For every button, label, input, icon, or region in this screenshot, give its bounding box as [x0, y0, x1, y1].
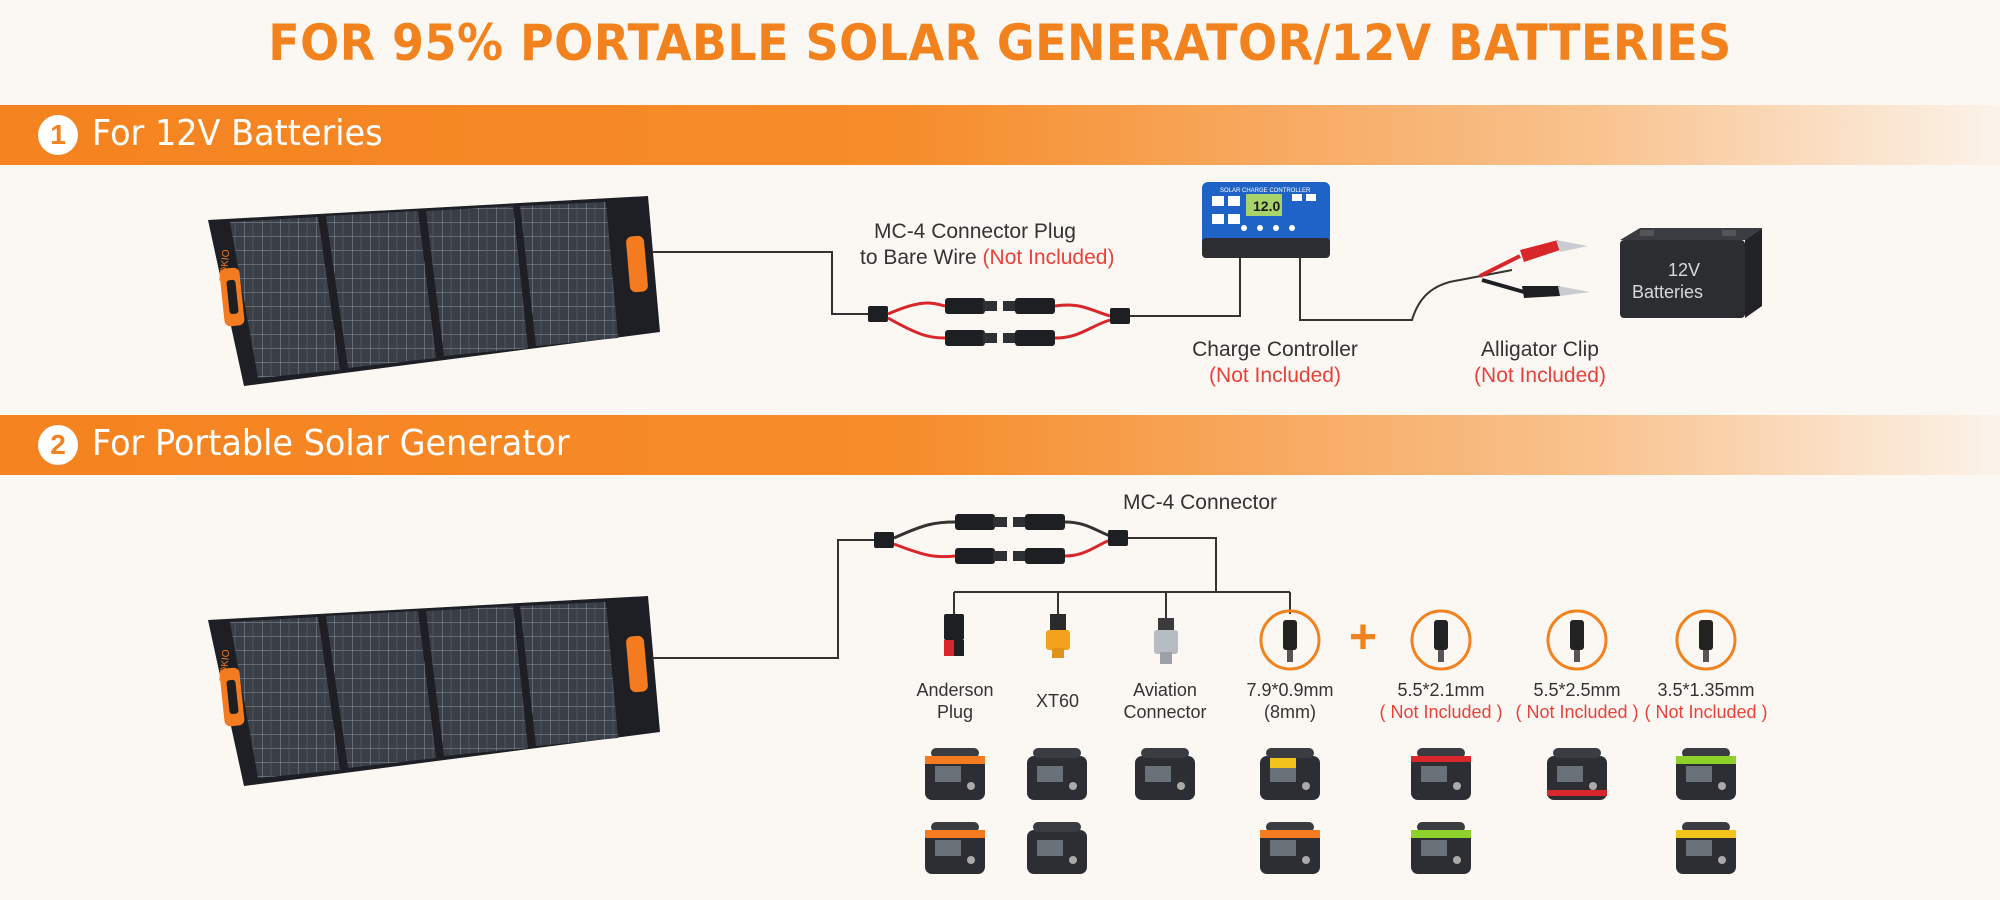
battery-label-1: 12V: [1668, 260, 1700, 280]
battery-label-2: Batteries: [1632, 282, 1703, 302]
section-2-header: 2 For Portable Solar Generator: [0, 415, 2000, 475]
wire-mc4-bus: [1128, 537, 1217, 592]
connector-label-aviation: Aviation Connector: [1105, 679, 1225, 723]
generator-7909-2: [1260, 822, 1320, 874]
charge-controller-text: Charge Controller: [1192, 338, 1358, 361]
anderson-plug-icon: [944, 614, 964, 656]
connector-label-5521: 5.5*2.1mm ( Not Included ): [1371, 679, 1511, 723]
section-1-header: 1 For 12V Batteries: [0, 105, 2000, 165]
connector-xt60-line1: XT60: [1035, 691, 1080, 711]
generator-35135-2: [1676, 822, 1736, 874]
controller-screen: 12.0: [1253, 198, 1280, 214]
section-1-title: For 12V Batteries: [92, 113, 383, 154]
charge-controller: SOLAR CHARGE CONTROLLER 12.0: [1202, 182, 1330, 258]
alligator-clip-label: Alligator Clip (Not Included): [1440, 337, 1640, 389]
mc4-plug-line2: to Bare Wire (Not Included): [860, 245, 1114, 271]
generator-aviation-1: [1135, 748, 1195, 800]
connector-5525-line1: 5.5*2.5mm: [1533, 680, 1621, 700]
mc4-connector-label: MC-4 Connector: [1122, 491, 1278, 514]
wire-mc4-controller: [1130, 258, 1241, 317]
connector-label-7909: 7.9*0.9mm (8mm): [1230, 679, 1350, 723]
12v-battery: 12V Batteries: [1620, 228, 1762, 318]
panel-brand-1: DOKIO: [218, 249, 232, 282]
connector-anderson-line2: Plug: [936, 702, 974, 722]
section-2-title: For Portable Solar Generator: [92, 423, 570, 464]
mc4-plug-note: (Not Included): [982, 246, 1115, 269]
dc-7909-jack-icon: [1259, 609, 1321, 671]
connector-7909-line2: (8mm): [1264, 702, 1316, 722]
alligator-clip: [1479, 240, 1590, 298]
generator-5521-1: [1411, 748, 1471, 800]
controller-title: SOLAR CHARGE CONTROLLER: [1220, 188, 1311, 194]
mc4-plug-line2-text: to Bare Wire: [860, 246, 977, 269]
section-1-number: 1: [38, 115, 78, 155]
charge-controller-note: (Not Included): [1209, 364, 1341, 387]
connector-35135-line1: 3.5*1.35mm: [1657, 680, 1755, 700]
alligator-clip-text: Alligator Clip: [1481, 338, 1599, 361]
connector-anderson-line1: Anderson: [916, 680, 994, 700]
generator-xt60-1: [1027, 748, 1087, 800]
generator-7909-1: [1260, 748, 1320, 800]
wire-controller-clip: [1299, 258, 1513, 321]
connector-5521-note: ( Not Included ): [1379, 702, 1503, 722]
connector-aviation-line1: Aviation: [1133, 680, 1197, 700]
section-2-number: 2: [38, 425, 78, 465]
solar-panel-1: DOKIO: [208, 196, 660, 386]
connector-label-5525: 5.5*2.5mm ( Not Included ): [1507, 679, 1647, 723]
generator-anderson-2: [925, 822, 985, 874]
dc-5525-jack-icon: [1546, 609, 1608, 671]
aviation-connector-icon: [1154, 618, 1178, 664]
dc-35135-jack-icon: [1675, 609, 1737, 671]
plus-sign: +: [1349, 611, 1377, 664]
solar-panel-2: DOKIO: [208, 596, 660, 786]
mc4-connector-2: [874, 514, 1128, 564]
connector-aviation-line2: Connector: [1123, 702, 1207, 722]
alligator-clip-note: (Not Included): [1474, 364, 1606, 387]
generator-35135-1: [1676, 748, 1736, 800]
dc-5521-jack-icon: [1410, 609, 1472, 671]
wire-panel-mc4-1: [652, 251, 875, 315]
mc4-connector-plug-1: [868, 298, 1130, 346]
charge-controller-label: Charge Controller (Not Included): [1170, 337, 1380, 389]
mc4-plug-line1: MC-4 Connector Plug: [874, 220, 1076, 243]
mc4-plug-label: MC-4 Connector Plug to Bare Wire (Not In…: [860, 219, 1114, 271]
generator-5525-1: [1547, 748, 1607, 800]
panel-brand-2: DOKIO: [218, 649, 232, 682]
connector-5521-line1: 5.5*2.1mm: [1397, 680, 1485, 700]
connector-label-xt60: XT60: [1005, 690, 1110, 712]
connector-35135-note: ( Not Included ): [1644, 702, 1768, 722]
generator-anderson-1: [925, 748, 985, 800]
connector-7909-line1: 7.9*0.9mm: [1246, 680, 1334, 700]
generator-xt60-2: [1027, 822, 1087, 874]
generator-5521-2: [1411, 822, 1471, 874]
connector-label-anderson: Anderson Plug: [895, 679, 1015, 723]
xt60-icon: [1046, 614, 1070, 658]
connector-5525-note: ( Not Included ): [1515, 702, 1639, 722]
page-title: FOR 95% PORTABLE SOLAR GENERATOR/12V BAT…: [268, 14, 1732, 72]
wire-panel-mc4-2: [652, 539, 880, 659]
connector-label-35135: 3.5*1.35mm ( Not Included ): [1636, 679, 1776, 723]
